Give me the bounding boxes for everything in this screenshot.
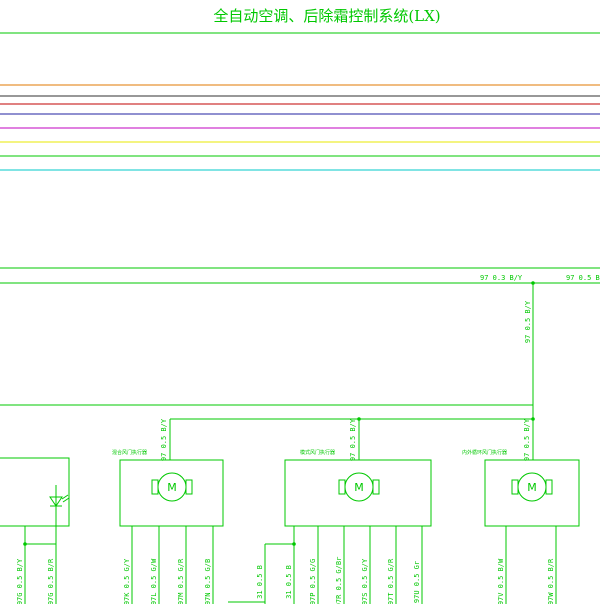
motor-b-box <box>284 459 432 527</box>
bottom-wire-label-14: 97V 0.5 B/W <box>497 558 505 604</box>
motor-b-label: 模式风门执行器 <box>300 449 335 456</box>
motor-b-brush-left <box>338 479 346 495</box>
wire-label-drop-a: 97 0.5 B/Y <box>160 418 168 461</box>
bottom-wire-label-4: 97L 0.5 G/W <box>150 558 158 604</box>
bottom-wire-label-13: 97U 0.5 Gr <box>413 561 421 603</box>
wire-label-top-left: 97 0.3 B/Y <box>480 274 523 282</box>
motor-b-brush-right <box>372 479 380 495</box>
bottom-wire-label-12: 97T 0.5 G/R <box>387 558 395 604</box>
motor-c-label: 内外循环风门执行器 <box>462 449 507 456</box>
wire-label-drop-c: 97 0.5 B/Y <box>523 418 531 461</box>
diode-arrow-1 <box>61 494 69 500</box>
bottom-wire-label-5: 97M 0.5 G/R <box>177 558 185 604</box>
motor-a-box <box>119 459 224 527</box>
motor-c-symbol: M <box>527 481 537 494</box>
bottom-wires: 97G 0.5 B/Y 97G 0.5 B/R 97K 0.5 G/Y 97L 0.5… <box>16 526 557 604</box>
junction-c <box>531 417 535 421</box>
wire-label-top-right: 97 0.5 Br <box>566 274 600 282</box>
motor-a-label: 混合风门执行器 <box>112 449 147 456</box>
bottom-wire-label-11: 97S 0.5 G/Y <box>361 558 369 604</box>
wire-label-drop-main: 97 0.5 B/Y <box>524 300 532 343</box>
bottom-wire-label-1: 97G 0.5 B/Y <box>16 558 24 604</box>
bottom-wire-label-15: 97W 0.5 B/R <box>547 558 555 604</box>
motor-c-brush-left <box>511 479 519 495</box>
diode-icon <box>49 496 63 507</box>
bottom-wire-label-6: 97N 0.5 G/B <box>204 559 212 604</box>
bus-lines <box>0 84 600 171</box>
diode-arrow-2 <box>62 497 70 503</box>
wire-label-drop-b: 97 0.5 B/Y <box>349 418 357 461</box>
motor-a-brush-right <box>185 479 193 495</box>
bottom-wire-label-2: 97G 0.5 B/R <box>47 558 55 604</box>
motor-b-symbol: M <box>354 481 364 494</box>
partial-component-left <box>0 457 70 527</box>
bottom-wire-label-3: 97K 0.5 G/Y <box>123 558 131 604</box>
motor-a-symbol: M <box>167 481 177 494</box>
bottom-wire-label-9: 97P 0.5 G/G <box>309 559 317 604</box>
motor-c-brush-right <box>545 479 553 495</box>
bottom-wire-label-10: 97R 0.5 G/Br <box>335 557 343 604</box>
diagram-title: 全自动空调、后除霜控制系统(LX) <box>213 7 440 25</box>
bottom-wire-label-8: 31 0.5 B <box>285 565 293 599</box>
motor-c-box <box>484 459 580 527</box>
bottom-wire-label-7: 31 0.5 B <box>256 565 264 599</box>
motor-a-brush-left <box>151 479 159 495</box>
